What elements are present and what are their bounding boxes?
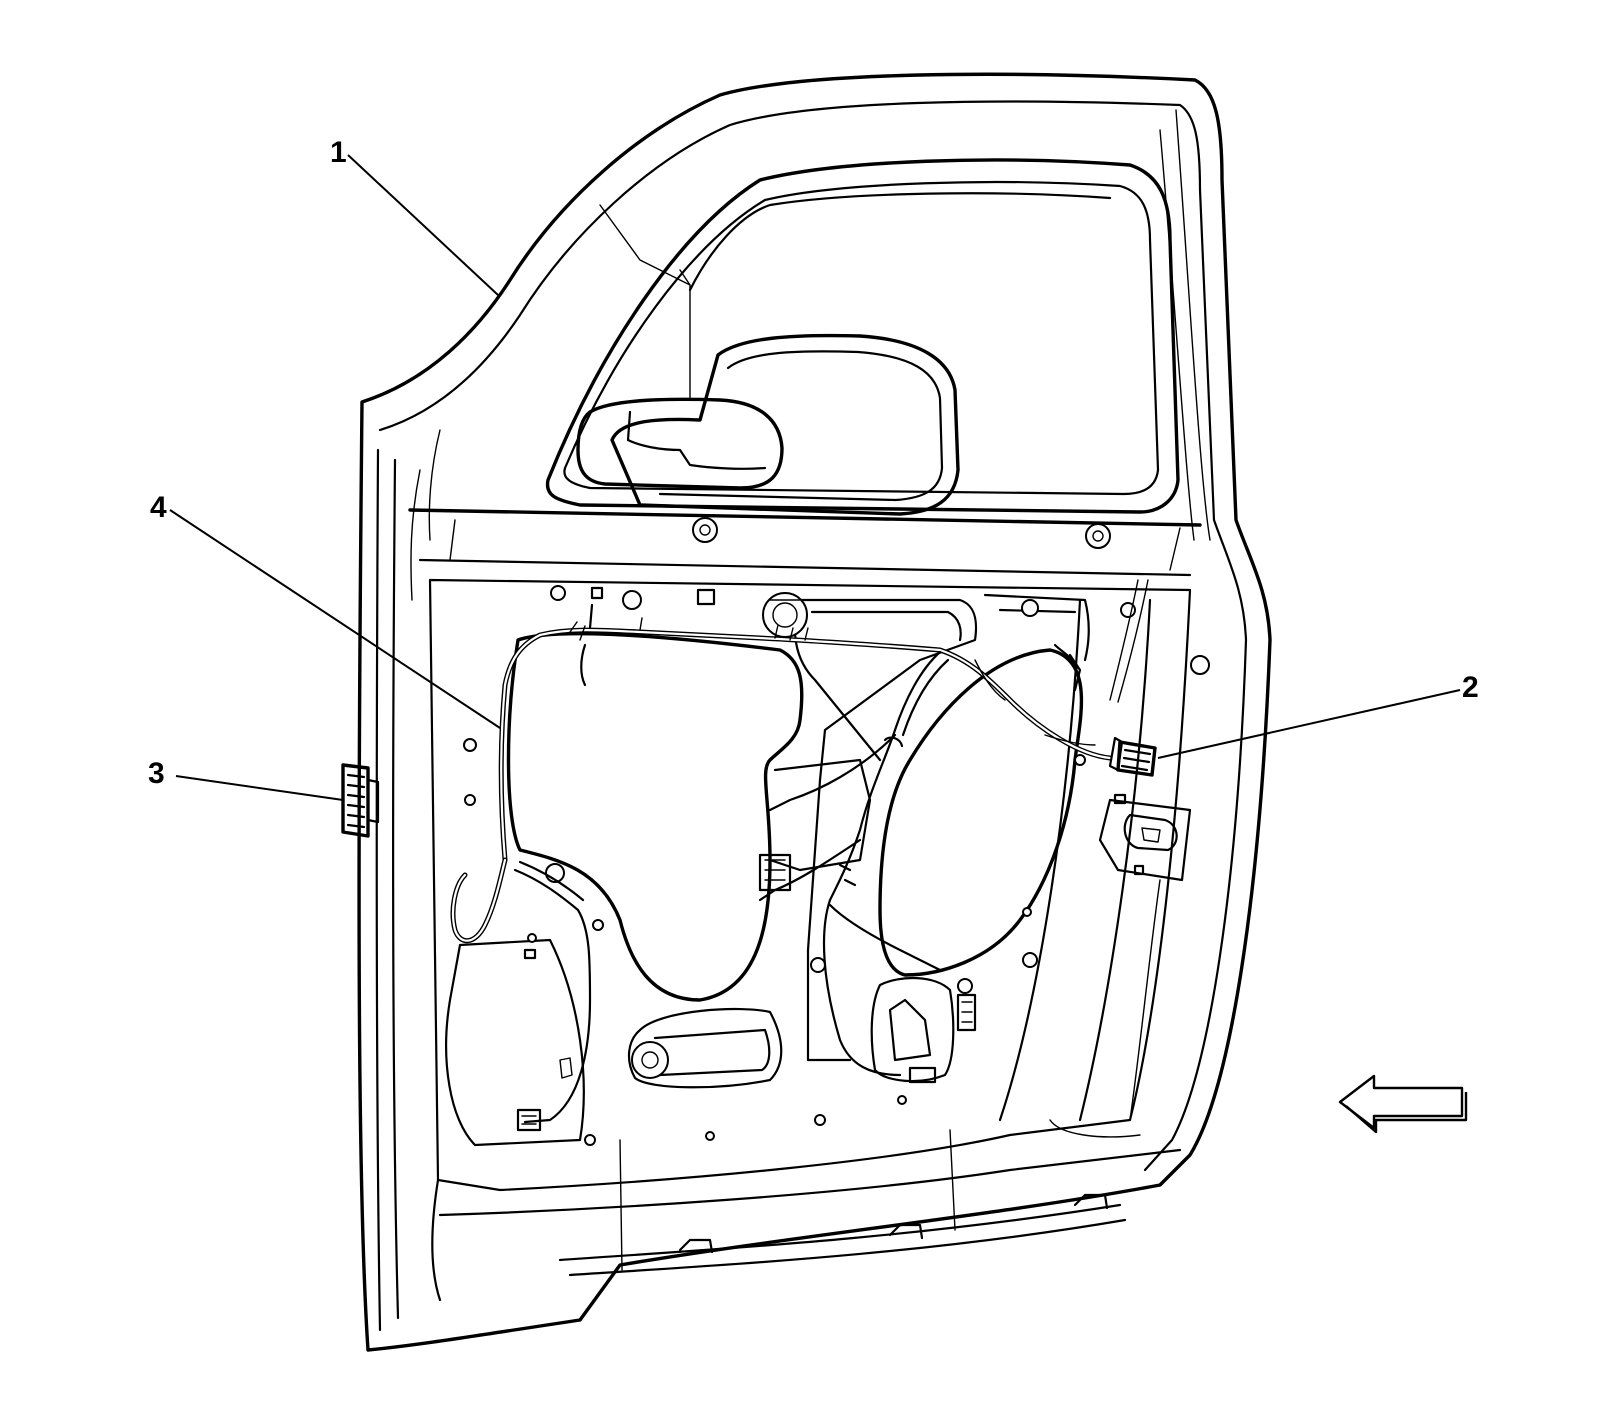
leader-line-2	[1157, 689, 1461, 759]
door-outer-panel	[357, 72, 1272, 1352]
callout-4: 4	[150, 491, 167, 524]
callout-1: 1	[330, 136, 347, 169]
door-latch	[1098, 798, 1192, 882]
leader-lines	[169, 154, 1461, 801]
speaker-cutout	[762, 592, 808, 638]
callout-3: 3	[148, 757, 165, 790]
window-opening	[545, 158, 1180, 514]
wiring-harness	[450, 579, 1149, 1124]
access-openings	[445, 593, 1090, 1147]
connector-2	[1108, 736, 1157, 777]
leader-line-1	[347, 154, 499, 296]
harness-clips	[516, 853, 977, 1132]
belt-line-rail	[408, 508, 1202, 577]
inner-door-panel	[428, 578, 1192, 1302]
connector-3	[341, 763, 380, 838]
arrow-left-icon	[1338, 1074, 1468, 1134]
side-mirror	[576, 333, 960, 516]
leader-line-3	[175, 775, 344, 801]
panel-holes	[463, 585, 1210, 1146]
callout-labels: 1 2 3 4	[148, 136, 1479, 790]
leader-line-4	[169, 509, 501, 729]
callout-2: 2	[1462, 671, 1479, 704]
